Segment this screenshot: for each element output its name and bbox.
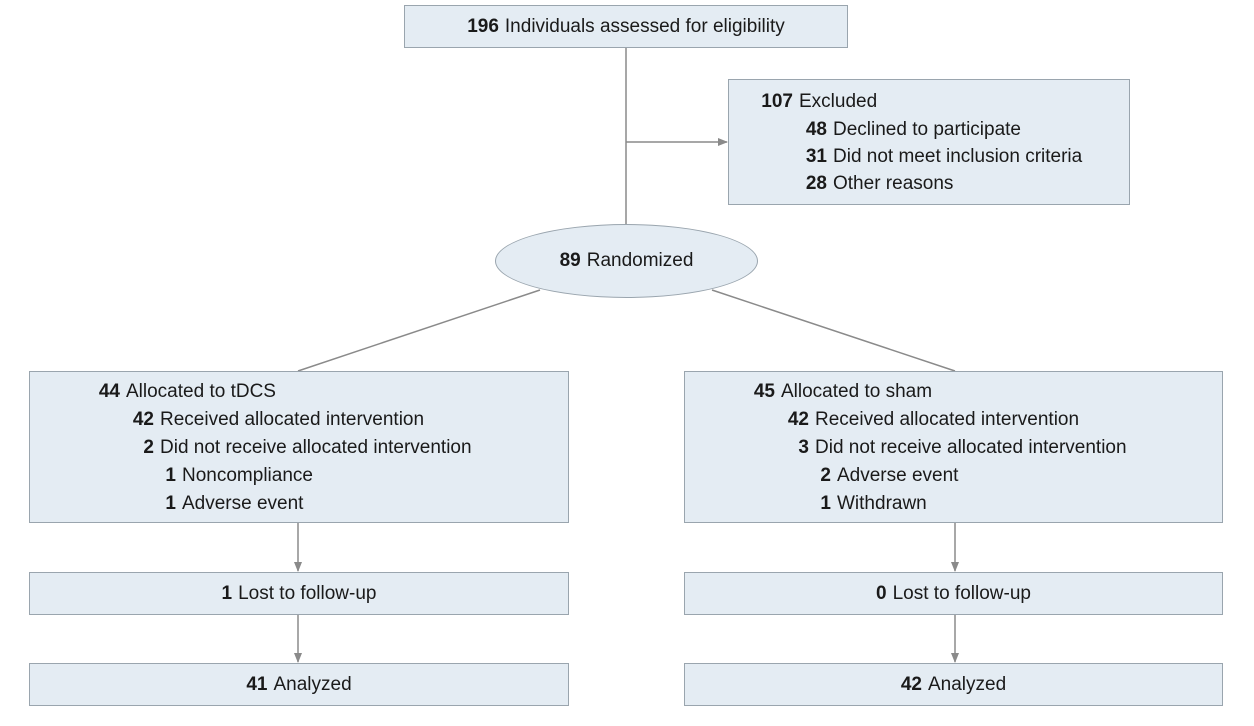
tdcs-lost-label: Lost to follow-up xyxy=(238,583,377,604)
sham-lost-label: Lost to follow-up xyxy=(892,583,1031,604)
tdcs-allocated-line: 44 Allocated to tDCS xyxy=(80,378,276,405)
sham-analyzed-label: Analyzed xyxy=(927,674,1007,695)
tdcs-not-received-label: Did not receive allocated intervention xyxy=(160,437,472,458)
sham-allocated-line: 45 Allocated to sham xyxy=(735,378,932,405)
sham-allocated-label: Allocated to sham xyxy=(781,381,933,402)
sham-not-received-line: 3 Did not receive allocated intervention xyxy=(767,434,1127,461)
assessed-label: Individuals assessed for eligibility xyxy=(504,16,785,37)
sham-allocation-box: 45 Allocated to sham 42 Received allocated… xyxy=(684,371,1223,523)
tdcs-reason-line: 1 Noncompliance xyxy=(142,462,313,489)
connector-randomized-to-tdcs xyxy=(297,289,541,372)
tdcs-not-received-line: 2 Did not receive allocated intervention xyxy=(112,434,472,461)
excluded-reason-count: 48 xyxy=(805,119,827,140)
tdcs-analyzed-label: Analyzed xyxy=(273,674,352,695)
sham-allocated-count: 45 xyxy=(753,381,775,402)
assessed-count: 196 xyxy=(467,16,499,37)
sham-reason-label: Withdrawn xyxy=(837,493,927,514)
sham-not-received-count: 3 xyxy=(798,437,809,458)
sham-lost-count: 0 xyxy=(876,583,887,604)
excluded-reason-label: Declined to participate xyxy=(833,119,1021,140)
tdcs-reason-label: Adverse event xyxy=(182,493,304,514)
tdcs-reason-count: 1 xyxy=(165,493,176,514)
sham-reason-label: Adverse event xyxy=(837,465,959,486)
randomized-count: 89 xyxy=(559,250,581,271)
excluded-reason: 28 Other reasons xyxy=(795,170,954,197)
sham-received-count: 42 xyxy=(787,409,809,430)
excluded-line: 107 Excluded xyxy=(755,88,877,115)
sham-not-received-label: Did not receive allocated intervention xyxy=(815,437,1127,458)
sham-reason-line: 2 Adverse event xyxy=(797,462,958,489)
sham-reason-count: 2 xyxy=(820,465,831,486)
excluded-label: Excluded xyxy=(799,91,878,112)
tdcs-reason-count: 1 xyxy=(165,465,176,486)
randomized-label: Randomized xyxy=(586,250,694,271)
sham-received-label: Received allocated intervention xyxy=(815,409,1080,430)
excluded-reason-label: Did not meet inclusion criteria xyxy=(833,146,1083,167)
tdcs-reason-line: 1 Adverse event xyxy=(142,490,303,517)
excluded-reason: 48 Declined to participate xyxy=(795,116,1021,143)
tdcs-received-label: Received allocated intervention xyxy=(160,409,425,430)
excluded-reason-label: Other reasons xyxy=(833,173,954,194)
excluded-count: 107 xyxy=(761,91,793,112)
connector-randomized-to-sham xyxy=(711,289,956,372)
sham-reason-line: 1 Withdrawn xyxy=(797,490,927,517)
excluded-reason-count: 28 xyxy=(805,173,827,194)
tdcs-lost-count: 1 xyxy=(221,583,233,604)
excluded-reason-count: 31 xyxy=(805,146,827,167)
tdcs-received-line: 42 Received allocated intervention xyxy=(112,406,424,433)
tdcs-reason-label: Noncompliance xyxy=(182,465,313,486)
sham-analyzed-count: 42 xyxy=(900,674,922,695)
tdcs-analyzed-count: 41 xyxy=(246,674,268,695)
excluded-reason: 31 Did not meet inclusion criteria xyxy=(795,143,1082,170)
excluded-box: 107 Excluded 48 Declined to participate 31… xyxy=(728,79,1130,205)
tdcs-allocated-label: Allocated to tDCS xyxy=(126,381,276,402)
tdcs-received-count: 42 xyxy=(132,409,154,430)
tdcs-allocated-count: 44 xyxy=(98,381,120,402)
tdcs-not-received-count: 2 xyxy=(143,437,154,458)
sham-reason-count: 1 xyxy=(820,493,831,514)
tdcs-allocation-box: 44 Allocated to tDCS 42 Received allocated… xyxy=(29,371,569,523)
sham-received-line: 42 Received allocated intervention xyxy=(767,406,1079,433)
